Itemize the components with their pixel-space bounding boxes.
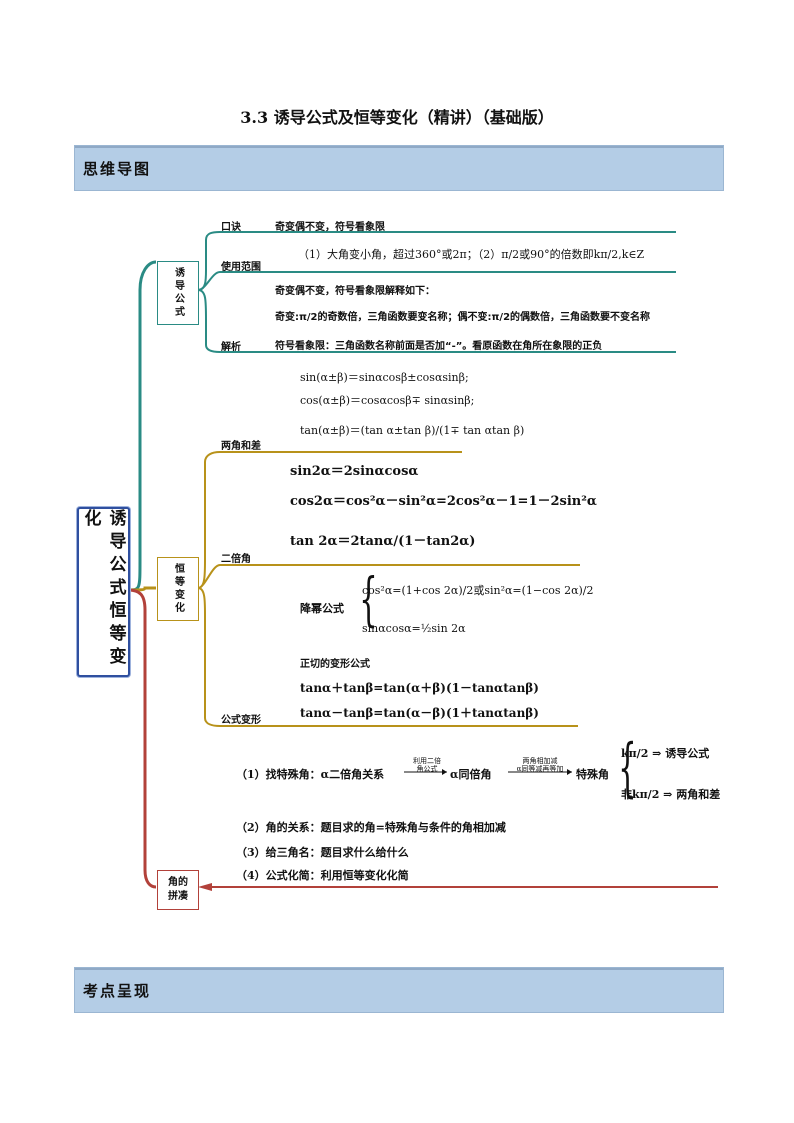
angle-item-1-mid: α同倍角 bbox=[450, 768, 492, 781]
usage-label: 使用范围 bbox=[221, 262, 261, 273]
branch-label: 诱导公式 bbox=[172, 267, 184, 319]
branch-node-identity: 恒等变化 bbox=[157, 557, 199, 621]
arrow-2-label: 两角相加减 α同等减再等加 bbox=[508, 757, 572, 773]
angle-item-4: （4）公式化简：利用恒等变化化简 bbox=[236, 869, 409, 882]
sum-formula-3: tan(α±β)＝(tan α±tan β)/(1∓ tan αtan β) bbox=[300, 424, 525, 437]
explain-label: 解析 bbox=[221, 342, 241, 353]
section-band-mindmap: 思维导图 bbox=[74, 145, 724, 191]
angle-item-1-end: 特殊角 bbox=[576, 768, 609, 781]
case-1: kπ/2 ⇒ 诱导公式 bbox=[621, 747, 710, 760]
double-formula-2: cos2α＝cos²α－sin²α=2cos²α－1=1－2sin²α bbox=[290, 494, 597, 509]
branch-label: 恒等变化 bbox=[172, 563, 184, 615]
angle-item-1-prefix: （1）找特殊角：α二倍角关系 bbox=[236, 768, 385, 781]
arrow-1-top: 利用二倍 bbox=[413, 757, 441, 765]
branch-node-angle: 角的拼凑 bbox=[157, 870, 199, 910]
koujue-label: 口诀 bbox=[221, 222, 241, 233]
section-band-exam: 考点呈现 bbox=[74, 967, 724, 1013]
branch-node-induction: 诱导公式 bbox=[157, 261, 199, 325]
double-formula-1: sin2α＝2sinαcosα bbox=[290, 464, 419, 479]
section-band-label: 思维导图 bbox=[83, 160, 152, 178]
arrow-1-bottom: 角公式 bbox=[416, 765, 438, 773]
angle-item-2: （2）角的关系：题目求的角=特殊角与条件的角相加减 bbox=[236, 821, 506, 834]
lower-label: 降幂公式 bbox=[300, 602, 344, 615]
lower-brace: { bbox=[359, 565, 378, 633]
arrow-2-top: 两角相加减 bbox=[522, 757, 558, 765]
case-2: 非kπ/2 ⇒ 两角和差 bbox=[621, 788, 721, 801]
koujue-text: 奇变偶不变，符号看象限 bbox=[275, 222, 385, 233]
tan-formula-1: tanα＋tanβ=tan(α＋β)(1－tanαtanβ) bbox=[300, 681, 539, 695]
page-title: 3.3 诱导公式及恒等变化（精讲）（基础版） bbox=[240, 108, 554, 127]
section-band-label: 考点呈现 bbox=[83, 982, 152, 1000]
angle-item-3: （3）给三角名：题目求什么给什么 bbox=[236, 846, 409, 859]
explain-line-3: 符号看象限：三角函数名称前面是否加“-”。看原函数在角所在象限的正负 bbox=[275, 341, 603, 352]
double-formula-3: tan 2α＝2tanα/(1－tan2α) bbox=[290, 534, 476, 549]
root-node: 诱导公式恒等变化 bbox=[77, 507, 130, 677]
sum-formula-1: sin(α±β)＝sinαcosβ±cosαsinβ; bbox=[300, 371, 469, 384]
double-label: 二倍角 bbox=[221, 554, 251, 565]
sum-formula-2: cos(α±β)＝cosαcosβ∓ sinαsinβ; bbox=[300, 394, 475, 407]
tan-formula-2: tanα－tanβ=tan(α－β)(1＋tanαtanβ) bbox=[300, 706, 539, 720]
arrow-1-label: 利用二倍 角公式 bbox=[404, 757, 450, 773]
explain-line-1: 奇变偶不变，符号看象限解释如下： bbox=[275, 286, 435, 297]
branch-label: 角的拼凑 bbox=[168, 877, 188, 902]
usage-text: （1）大角变小角，超过360°或2π；（2）π/2或90°的倍数即kπ/2,k∈… bbox=[298, 248, 645, 261]
lower-formula-2: sinαcosα=½sin 2α bbox=[362, 622, 466, 635]
lower-formula-1: cos²α=(1+cos 2α)/2或sin²α=(1−cos 2α)/2 bbox=[362, 584, 594, 597]
cases-brace: { bbox=[618, 731, 637, 805]
sum-label: 两角和差 bbox=[221, 441, 261, 452]
root-label: 诱导公式恒等变化 bbox=[80, 509, 126, 670]
explain-line-2: 奇变:π/2的奇数倍，三角函数要变名称；偶不变:π/2的偶数倍，三角函数要不变名… bbox=[275, 312, 651, 323]
transform-label: 公式变形 bbox=[221, 715, 261, 726]
arrow-2-bottom: α同等减再等加 bbox=[516, 765, 564, 773]
tan-label: 正切的变形公式 bbox=[300, 659, 370, 670]
